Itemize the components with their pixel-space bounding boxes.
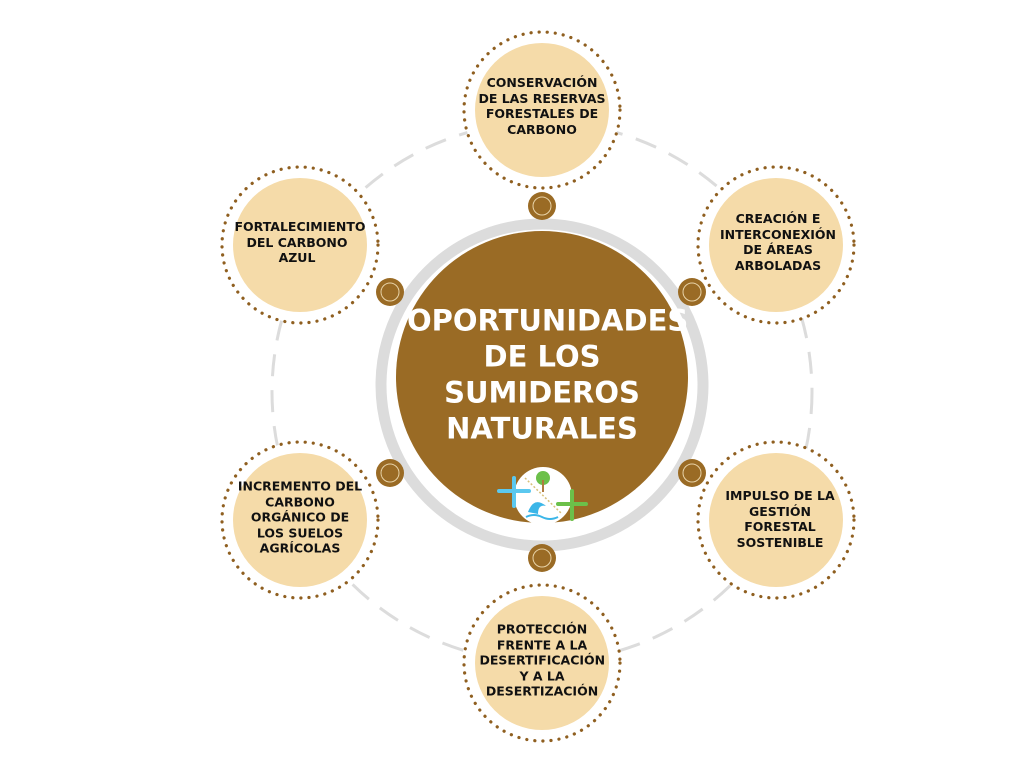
node-label-impulso: IMPULSO DE LA GESTIÓN FORESTAL SOSTENIBL…	[725, 488, 835, 550]
node-circle	[233, 453, 367, 587]
node-label-incremento: INCREMENTO DEL CARBONO ORGÁNICO DE LOS S…	[237, 478, 363, 556]
node-circle	[709, 453, 843, 587]
node-label-proteccion: PROTECCIÓN FRENTE A LA DESERTIFICACIÓN Y…	[479, 621, 606, 699]
logo-icon	[497, 467, 588, 525]
node-circle	[475, 43, 609, 177]
connector-dot	[376, 278, 404, 306]
title-line: OPORTUNIDADES	[407, 303, 689, 338]
node	[220, 440, 380, 600]
title-line: DE LOS	[483, 339, 601, 374]
title-line: SUMIDEROS	[444, 375, 640, 410]
node-circle	[709, 178, 843, 312]
node-label-fortalecimiento: FORTALECIMIENTO DEL CARBONO AZUL	[234, 218, 366, 265]
node-label-creacion: CREACIÓN E INTERCONEXIÓN DE ÁREAS ARBOLA…	[720, 211, 836, 273]
node	[462, 30, 622, 190]
node-circle	[475, 596, 609, 730]
center-circle	[396, 231, 688, 523]
connector-dot	[376, 459, 404, 487]
connector-dot	[678, 278, 706, 306]
title-line: NATURALES	[446, 411, 638, 446]
node	[696, 165, 856, 325]
node-circle	[233, 178, 367, 312]
connector-dot	[528, 544, 556, 572]
connector-dot	[528, 192, 556, 220]
node	[696, 440, 856, 600]
connector-dot	[678, 459, 706, 487]
node	[220, 165, 380, 325]
center-title: OPORTUNIDADES DE LOS SUMIDEROS NATURALES	[407, 303, 689, 447]
node-label-conservacion: CONSERVACIÓN DE LAS RESERVAS FORESTALES …	[478, 75, 606, 137]
node	[462, 583, 622, 743]
